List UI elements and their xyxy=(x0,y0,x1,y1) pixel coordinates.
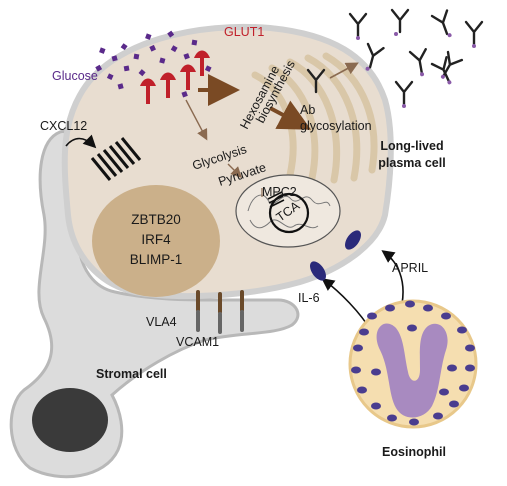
label-glucose: Glucose xyxy=(52,69,98,83)
label-cxcl12: CXCL12 xyxy=(40,119,87,133)
cxcr4-receptor-icon xyxy=(90,137,142,181)
glut1-transporters xyxy=(140,50,210,104)
label-stromal-cell: Stromal cell xyxy=(96,367,167,381)
hexosamine-to-glycosylation-arrow xyxy=(269,100,312,130)
label-eosinophil: Eosinophil xyxy=(382,445,446,459)
stromal-nucleus xyxy=(32,388,108,452)
il6-molecule xyxy=(310,261,326,281)
label-glut1: GLUT1 xyxy=(224,25,264,39)
label-il6: IL-6 xyxy=(298,291,320,305)
label-long-lived: Long-lived xyxy=(380,139,443,153)
glycosylation-to-secretion-arrow xyxy=(329,62,359,79)
label-ab: Ab xyxy=(300,103,315,117)
intracellular-antibody xyxy=(306,68,326,94)
glycolysis-to-pyruvate-arrow xyxy=(227,163,242,178)
eosinophil xyxy=(348,299,478,429)
glucose-to-glycolysis-arrow xyxy=(185,99,208,141)
label-mpc2: MPC2 xyxy=(262,185,297,199)
vla4-integrin xyxy=(196,290,244,314)
label-vcam1: VCAM1 xyxy=(176,335,219,349)
vcam1-ligand xyxy=(196,310,244,334)
eosinophil-granules xyxy=(351,300,475,426)
label-blimp1: BLIMP-1 xyxy=(130,252,183,267)
label-vla4: VLA4 xyxy=(146,315,177,329)
label-plasma-cell: plasma cell xyxy=(378,156,445,170)
april-molecule xyxy=(345,230,361,250)
april-arrow xyxy=(381,250,404,305)
cytokines xyxy=(310,230,361,281)
vla4-vcam1-adhesion xyxy=(196,290,244,334)
label-zbtb20: ZBTB20 xyxy=(131,212,181,227)
cxcl12-arrow xyxy=(65,134,97,149)
plasma-cell-nucleus xyxy=(92,185,220,297)
stromal-cell xyxy=(9,130,300,479)
tca-cycle xyxy=(268,192,310,234)
label-irf4: IRF4 xyxy=(141,232,171,247)
label-april: APRIL xyxy=(392,261,428,275)
eosinophil-nucleus xyxy=(376,323,448,418)
secreted-antibodies xyxy=(348,8,484,108)
label-glycosylation: glycosylation xyxy=(300,119,372,133)
